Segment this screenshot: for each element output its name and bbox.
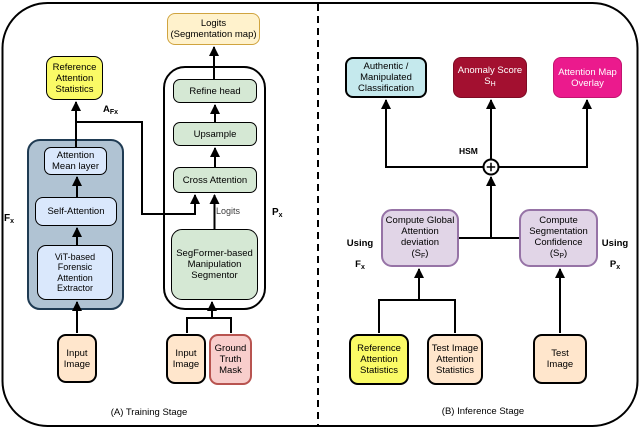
compute-global-attention-deviation-box: Compute Global Attention deviation (SF) xyxy=(381,209,459,267)
plus-icon xyxy=(486,162,496,172)
arrow-hsm-to-classification xyxy=(381,99,483,168)
afx-main: A xyxy=(103,104,110,115)
anomaly-symbol-sub: H xyxy=(490,81,496,88)
using-fx-label: Using Fx xyxy=(338,228,382,284)
segformer-manipulation-segmentor-box: SegFormer-based Manipulation Segmentor xyxy=(171,229,258,300)
hsm-sum-node xyxy=(482,158,500,176)
fx-branch-label: Fx xyxy=(4,213,15,228)
input-image-px-box: Input Image xyxy=(166,334,206,384)
px-branch-label: Px xyxy=(272,207,283,222)
ground-truth-mask-box: Ground Truth Mask xyxy=(209,334,252,385)
reference-attention-statistics-box: Reference Attention Statistics xyxy=(46,56,103,100)
fx-sub: x xyxy=(10,218,15,225)
arrow-hsm-to-overlay xyxy=(499,99,592,168)
px-main: P xyxy=(272,207,279,218)
input-image-fx-box: Input Image xyxy=(57,334,97,383)
upsample-box: Upsample xyxy=(173,122,257,146)
inference-stage-caption: (B) Inference Stage xyxy=(441,406,525,417)
vit-forensic-attention-extractor-box: ViT-based Forensic Attention Extractor xyxy=(37,245,113,300)
sp-symbol-post: ) xyxy=(564,247,568,259)
test-image-box: Test Image xyxy=(533,334,587,384)
compute-global-symbol: (SF) xyxy=(412,248,429,262)
using-fx-line1: Using xyxy=(346,237,374,249)
logits-wire-label: Logits xyxy=(216,206,241,216)
using-px-symbol: Px xyxy=(593,259,637,274)
sp-symbol-pre: (S xyxy=(549,247,560,259)
self-attention-box: Self-Attention xyxy=(35,197,117,226)
authentic-manipulated-classification-box: Authentic / Manipulated Classification xyxy=(345,57,427,98)
training-stage-caption: (A) Training Stage xyxy=(110,407,188,418)
compute-confidence-text: Compute Segmentation Confidence xyxy=(529,214,588,248)
sf-symbol-pre: (S xyxy=(411,247,422,259)
anomaly-score-symbol: SH xyxy=(484,76,495,90)
compute-global-text: Compute Global Attention deviation xyxy=(385,214,455,248)
afx-sub: Fx xyxy=(109,109,119,116)
test-image-attention-statistics-box: Test Image Attention Statistics xyxy=(427,334,483,385)
logits-segmentation-map-box: Logits (Segmentation map) xyxy=(167,13,260,45)
using-px-line1: Using xyxy=(601,237,629,249)
using-fx-symbol: Fx xyxy=(338,259,382,274)
anomaly-score-box: Anomaly Score SH xyxy=(453,57,527,98)
attention-map-overlay-box: Attention Map Overlay xyxy=(553,57,622,98)
px-sub: x xyxy=(278,212,283,219)
reference-attention-statistics-inference-box: Reference Attention Statistics xyxy=(349,334,409,385)
compute-segmentation-confidence-box: Compute Segmentation Confidence (SP) xyxy=(519,209,598,267)
sf-symbol-post: ) xyxy=(425,247,429,259)
using-px-label: Using Px xyxy=(593,228,637,284)
compute-confidence-symbol: (SP) xyxy=(550,248,567,262)
afx-wire-label: AFx xyxy=(103,104,119,119)
anomaly-score-line1: Anomaly Score xyxy=(457,65,523,76)
using-px-sub: x xyxy=(616,263,621,271)
using-fx-sub: x xyxy=(360,263,365,271)
cross-attention-box: Cross Attention xyxy=(173,167,257,193)
hsm-label: HSM xyxy=(459,146,478,156)
attention-mean-layer-box: Attention Mean layer xyxy=(44,147,107,175)
refine-head-box: Refine head xyxy=(173,79,257,103)
